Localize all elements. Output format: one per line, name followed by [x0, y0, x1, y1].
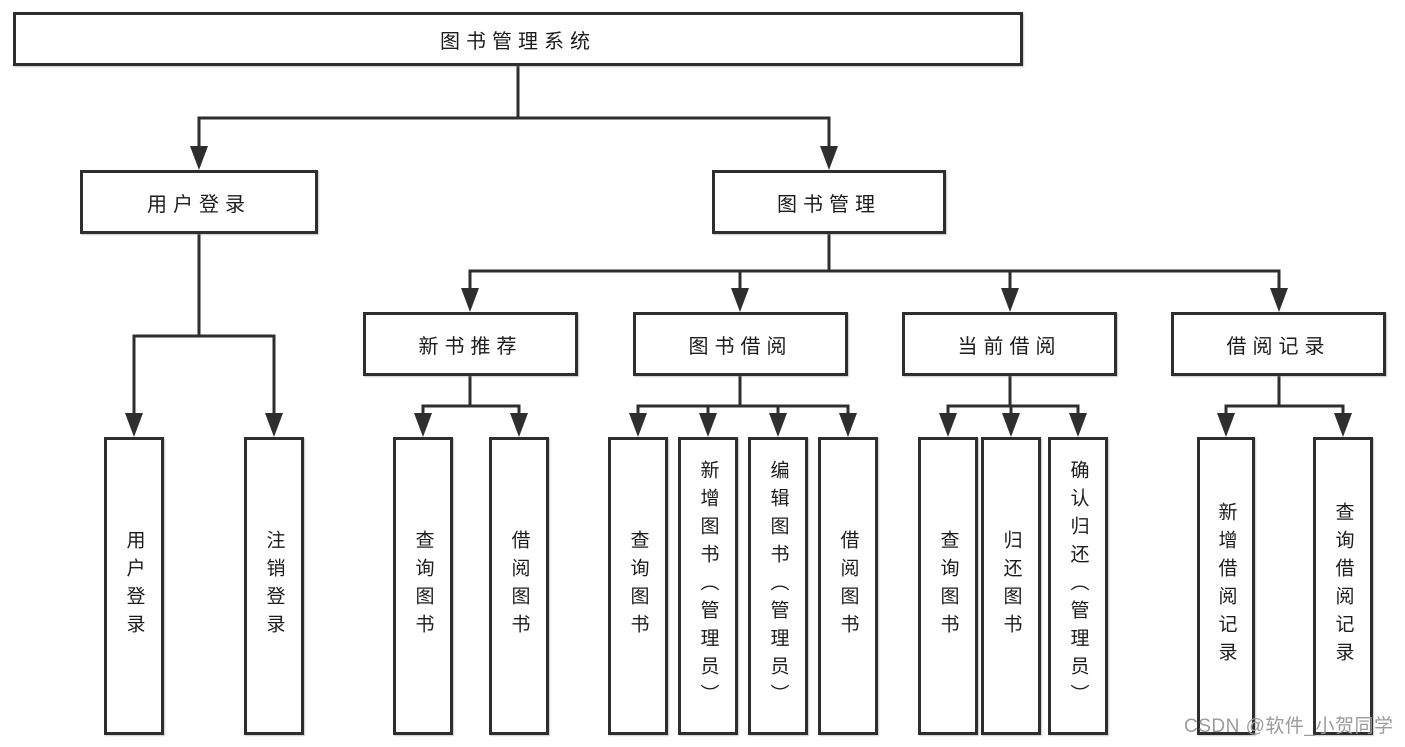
- arrow-icon: [1334, 413, 1352, 437]
- leaf-query-borrow-record: 查询借阅记录: [1313, 437, 1373, 735]
- leaf-edit-books-admin: 编辑图书（管理员）: [748, 437, 808, 735]
- arrow-icon: [414, 413, 432, 437]
- arrow-icon: [1002, 413, 1020, 437]
- arrow-icon: [265, 413, 283, 437]
- leaf-add-borrow-record: 新增借阅记录: [1197, 437, 1255, 735]
- node-book-borrowing: 图书借阅: [633, 312, 848, 376]
- arrow-icon: [699, 413, 717, 437]
- node-root-system: 图书管理系统: [13, 12, 1023, 66]
- arrow-icon: [731, 288, 749, 312]
- arrow-icon: [939, 413, 957, 437]
- arrow-icon: [1270, 288, 1288, 312]
- leaf-logout: 注销登录: [244, 437, 304, 735]
- arrow-icon: [839, 413, 857, 437]
- leaf-user-login: 用户登录: [104, 437, 164, 735]
- node-new-book-recommend: 新书推荐: [363, 312, 578, 376]
- node-borrowing-records: 借阅记录: [1171, 312, 1386, 376]
- arrow-icon: [1217, 413, 1235, 437]
- leaf-confirm-return-admin: 确认归还（管理员）: [1048, 437, 1108, 735]
- arrow-icon: [629, 413, 647, 437]
- node-user-login: 用户登录: [80, 170, 318, 234]
- arrow-icon: [1001, 288, 1019, 312]
- arrow-icon: [820, 146, 838, 170]
- arrow-icon: [1069, 413, 1087, 437]
- leaf-borrow-books: 借阅图书: [818, 437, 878, 735]
- leaf-borrow-books-recommend: 借阅图书: [489, 437, 549, 735]
- leaf-query-books-recommend: 查询图书: [393, 437, 453, 735]
- arrowheads: [125, 146, 1352, 437]
- leaf-return-books: 归还图书: [981, 437, 1041, 735]
- arrow-icon: [125, 413, 143, 437]
- leaf-query-books-borrowing: 查询图书: [608, 437, 668, 735]
- node-current-borrowing: 当前借阅: [902, 312, 1117, 376]
- arrow-icon: [769, 413, 787, 437]
- node-book-management: 图书管理: [712, 170, 946, 234]
- csdn-watermark: CSDN @软件_小贺同学: [1184, 716, 1394, 737]
- arrow-icon: [461, 288, 479, 312]
- leaf-query-books-current: 查询图书: [918, 437, 978, 735]
- arrow-icon: [510, 413, 528, 437]
- arrow-icon: [190, 146, 208, 170]
- tree-edges: [132, 64, 1345, 418]
- leaf-add-books-admin: 新增图书（管理员）: [678, 437, 738, 735]
